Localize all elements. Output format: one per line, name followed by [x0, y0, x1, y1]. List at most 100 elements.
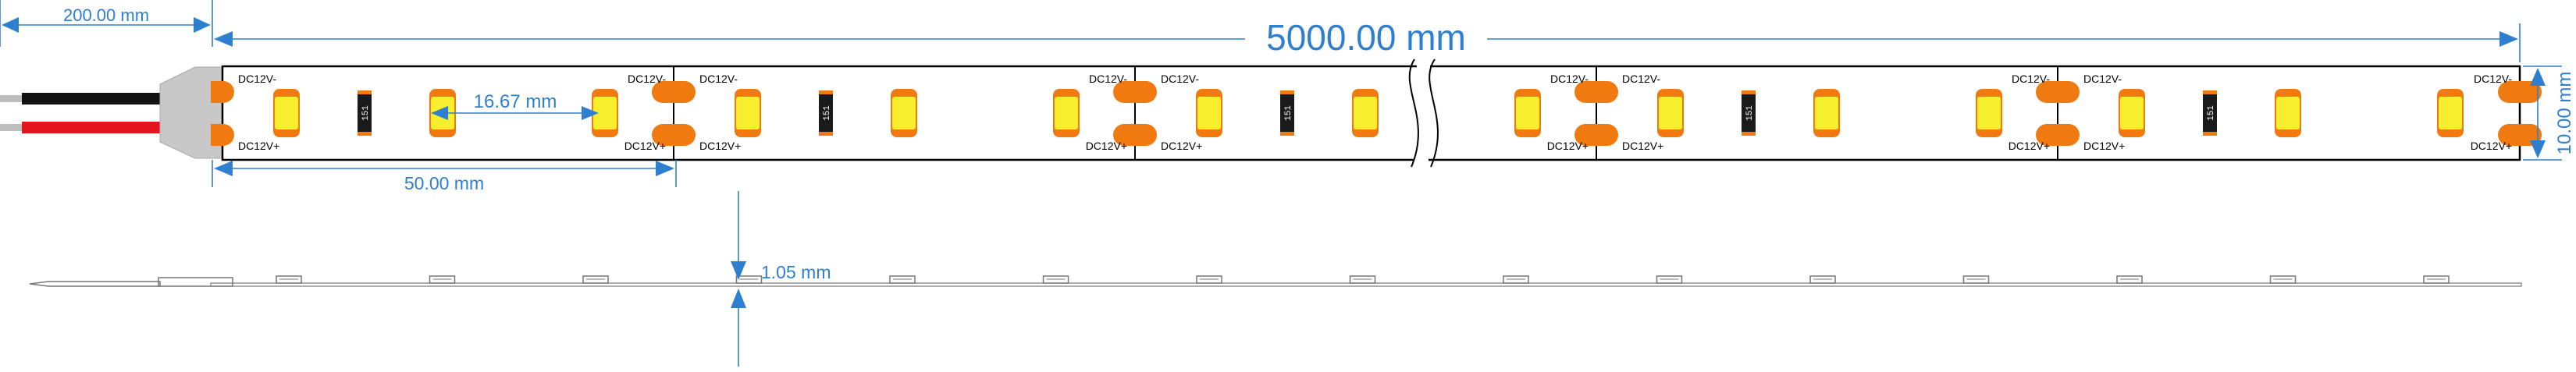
dim-thickness-label: 1.05 mm	[761, 262, 831, 282]
led-chip-phosphor	[1815, 97, 1838, 129]
led-chip	[592, 89, 618, 137]
led-chip	[1053, 89, 1080, 137]
red-wire	[22, 122, 162, 133]
pad-label-negative: DC12V-	[238, 73, 276, 85]
solder-pad	[2498, 81, 2542, 103]
resistor-body	[1742, 94, 1756, 132]
resistor: 151	[819, 90, 833, 136]
pad-label-positive: DC12V+	[699, 140, 741, 152]
dim-led-spacing-label: 16.67 mm	[474, 91, 557, 112]
led-chip	[1196, 89, 1222, 137]
pad-label-negative: DC12V-	[2083, 73, 2122, 85]
led-chip	[1976, 89, 2002, 137]
side-led-profile	[1196, 275, 1222, 284]
red-wire-tip	[0, 124, 22, 131]
pad-label-negative: DC12V-	[2474, 73, 2512, 85]
resistor-code: 151	[361, 105, 371, 121]
solder-pad	[652, 124, 696, 146]
led-chip-phosphor	[2276, 97, 2300, 129]
dim-width-label: 10.00 mm	[2554, 72, 2575, 155]
solder-pad	[211, 124, 234, 146]
solder-pad	[1574, 124, 1618, 146]
strip-outline-left	[221, 65, 1417, 161]
dim-total-length-label: 5000.00 mm	[1266, 17, 1466, 58]
led-chip-phosphor	[736, 97, 760, 129]
pad-label-negative: DC12V-	[1161, 73, 1199, 85]
dim-thickness: 1.05 mm	[731, 191, 831, 367]
strip-top-view: 151 151 151 151 151 DC12V- DC12V+ DC12V- DC12V+…	[211, 58, 2542, 168]
solder-pad	[1574, 81, 1618, 103]
solder-pad	[1113, 81, 1157, 103]
solder-pad	[652, 81, 696, 103]
dim-led-spacing: 16.67 mm	[431, 91, 599, 120]
black-wire	[22, 93, 162, 105]
resistor-code: 151	[2207, 105, 2216, 121]
led-chip	[735, 89, 761, 137]
side-led-profile	[1962, 275, 1990, 284]
resistor-code: 151	[1284, 105, 1293, 121]
led-chip-phosphor	[1659, 97, 1682, 129]
dim-width: 10.00 mm	[2523, 66, 2575, 161]
resistor-body	[358, 94, 372, 132]
side-led-profile	[582, 275, 609, 284]
side-led-profile	[1809, 275, 1836, 284]
pad-label-negative: DC12V-	[628, 73, 666, 85]
led-chip	[273, 89, 300, 137]
led-chip-phosphor	[275, 97, 298, 129]
break-symbol-right	[1429, 58, 1439, 168]
pad-label-negative: DC12V-	[699, 73, 738, 85]
led-chip-phosphor	[593, 97, 617, 129]
side-led-profile	[276, 275, 302, 284]
side-led-profile	[2423, 275, 2450, 284]
break-symbol-left	[1408, 58, 1419, 168]
solder-pad	[2036, 81, 2080, 103]
side-led-profile	[1042, 275, 1069, 284]
pad-label-negative: DC12V-	[2012, 73, 2050, 85]
led-chip-phosphor	[2439, 97, 2462, 129]
pad-label-negative: DC12V-	[1550, 73, 1589, 85]
dim-total-length: 5000.00 mm	[214, 17, 2521, 62]
led-chip-phosphor	[1197, 97, 1221, 129]
side-led-profile	[2116, 275, 2143, 284]
led-chip-phosphor	[1516, 97, 1539, 129]
side-led-profile	[889, 275, 916, 284]
resistor-body	[1280, 94, 1294, 132]
resistor-code: 151	[1745, 105, 1755, 121]
pad-label-positive: DC12V+	[2083, 140, 2125, 152]
dim-wire-lead: 200.00 mm	[0, 0, 213, 47]
power-wires	[0, 93, 162, 133]
side-connector	[158, 277, 233, 287]
side-wire	[29, 281, 161, 287]
resistor-body	[819, 94, 833, 132]
led-chip-phosphor	[892, 97, 916, 129]
pad-label-positive: DC12V+	[238, 140, 279, 152]
led-chip	[1352, 89, 1379, 137]
dim-cut-unit: 50.00 mm	[212, 160, 677, 193]
strip-outline-right	[1429, 65, 2521, 161]
led-chip	[1657, 89, 1684, 137]
led-chip	[1813, 89, 1840, 137]
resistor: 151	[1280, 90, 1294, 136]
side-led-profile	[2269, 275, 2297, 284]
dim-wire-lead-label: 200.00 mm	[63, 5, 149, 25]
solder-pad	[211, 81, 234, 103]
pad-label-positive: DC12V+	[1086, 140, 1127, 152]
side-led-profile	[735, 275, 763, 284]
side-led-profile	[429, 275, 456, 284]
led-chip	[2275, 89, 2301, 137]
solder-pad	[2036, 124, 2080, 146]
pad-label-positive: DC12V+	[624, 140, 666, 152]
pad-label-positive: DC12V+	[2008, 140, 2050, 152]
pad-label-positive: DC12V+	[1622, 140, 1663, 152]
resistor: 151	[358, 90, 372, 136]
side-led-profile	[1349, 275, 1376, 284]
pad-label-negative: DC12V-	[1089, 73, 1127, 85]
led-chip	[891, 89, 917, 137]
solder-pad	[1113, 124, 1157, 146]
side-led-profile	[1503, 275, 1529, 284]
led-chip-phosphor	[2120, 97, 2144, 129]
resistor: 151	[2203, 90, 2217, 136]
black-wire-tip	[0, 95, 22, 102]
resistor: 151	[1742, 90, 1756, 136]
